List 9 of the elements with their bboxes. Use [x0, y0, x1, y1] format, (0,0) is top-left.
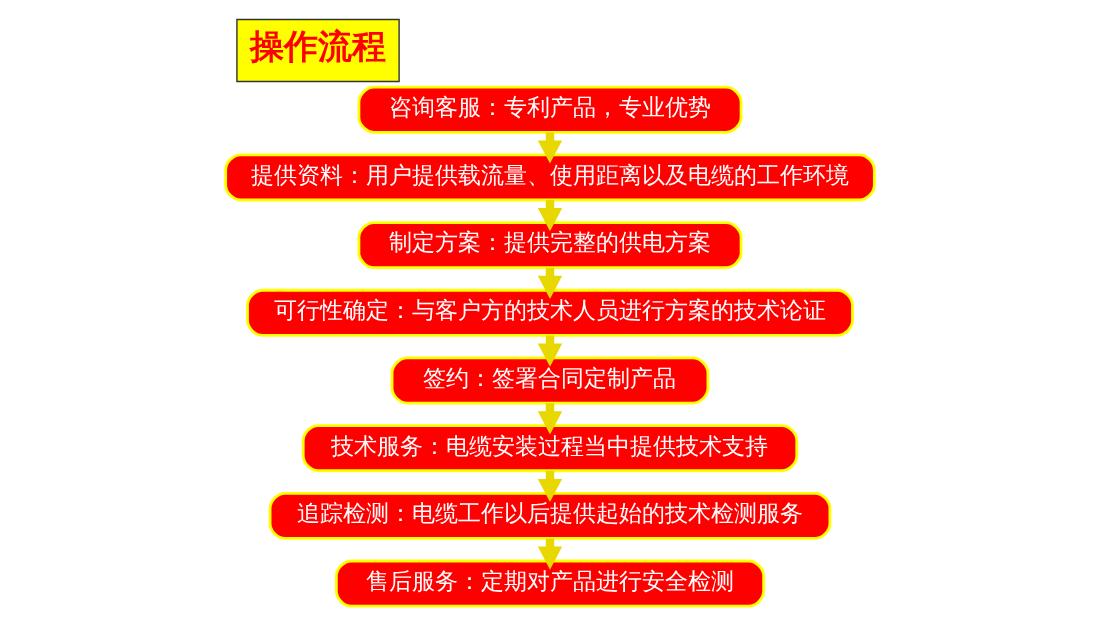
node-box: 售后服务：定期对产品进行安全检测 [334, 559, 766, 608]
node-box: 咨询客服：专利产品，专业优势 [357, 85, 743, 134]
node-box: 可行性确定：与客户方的技术人员进行方案的技术论证 [246, 288, 854, 337]
node-box: 技术服务：电缆安装过程当中提供技术支持 [301, 424, 799, 473]
node-box: 制定方案：提供完整的供电方案 [357, 221, 743, 270]
node-box: 追踪检测：电缆工作以后提供起始的技术检测服务 [268, 491, 832, 540]
node-box: 提供资料：用户提供载流量、使用距离以及电缆的工作环境 [224, 153, 876, 202]
node-box: 签约：签署合同定制产品 [390, 356, 710, 405]
diagram-title: 操作流程 [250, 26, 387, 66]
